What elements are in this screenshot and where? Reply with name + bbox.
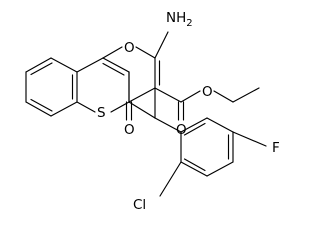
bond-c3-cester [154, 87, 182, 103]
bond-benzo-5-inner [30, 98, 53, 112]
atom-o-ring: O [124, 40, 135, 56]
atom-f: F [272, 140, 280, 156]
bond-benzo-4 [50, 101, 78, 117]
atom-o-ester-sp3: O [202, 84, 213, 100]
bond-c10a-o [102, 46, 123, 59]
bond-c4-aryl-ipso [154, 117, 182, 133]
atom-cl: Cl [133, 197, 146, 213]
bond-c3-c4 [128, 87, 156, 103]
atom-nh2: NH2 [166, 10, 193, 29]
bond-ch2-ch3 [232, 87, 260, 103]
bond-aryl-1 [180, 117, 208, 133]
bond-o-ch2 [213, 90, 234, 103]
bond-c10b-c10a [76, 57, 104, 73]
bond-c5a-s [76, 101, 96, 113]
bond-c4a-c10a-inner [102, 62, 125, 76]
bond-c4-c4a-pyran [128, 101, 156, 119]
bond-aryl-cl [159, 161, 182, 197]
chemical-structure: NH2 O O O S O F Cl [25, 10, 280, 213]
bond-benzo-1 [25, 57, 52, 73]
atom-s: S [97, 105, 106, 121]
bond-c2-n [154, 31, 169, 59]
bond-aryl-2 [206, 117, 234, 133]
bond-benzo-2 [50, 57, 78, 73]
bond-benzo-5 [25, 101, 52, 117]
bond-aryl-5-inner [183, 158, 206, 172]
atom-labels: NH2 O O O S O F Cl [97, 10, 280, 213]
bond-aryl-f [232, 131, 267, 147]
bond-benzo-1-inner [30, 62, 53, 76]
bond-aryl-4 [206, 161, 234, 177]
bonds [25, 31, 260, 121]
atom-o-thiopyranone: O [124, 122, 135, 138]
bond-aryl-1-inner [183, 122, 206, 136]
bond-aryl-5 [180, 161, 208, 177]
bond-cester-o [180, 90, 201, 103]
atom-o-ester-carbonyl: O [176, 122, 187, 138]
bond-o-c2 [135, 46, 156, 59]
bond-c4a-c10a [102, 57, 130, 73]
